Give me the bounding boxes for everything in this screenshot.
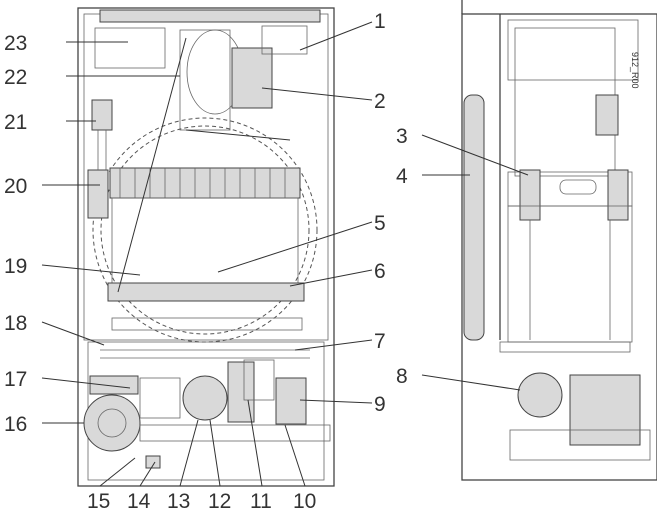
callout-15: 15 [87, 490, 110, 513]
callout-9: 9 [374, 393, 386, 416]
casing-outline [77, 7, 335, 487]
callout-18: 18 [4, 312, 27, 335]
pump [83, 394, 141, 452]
air-vent-left [91, 99, 113, 131]
callout-3: 3 [396, 125, 408, 148]
callout-23: 23 [4, 32, 27, 55]
callout-22: 22 [4, 66, 27, 89]
callout-19: 19 [4, 255, 27, 278]
control-board [275, 377, 307, 425]
callout-13: 13 [167, 490, 190, 513]
side-view: 912_R00 [461, 0, 657, 481]
top-plate [94, 27, 166, 69]
callout-17: 17 [4, 368, 27, 391]
combustion-chamber [92, 117, 318, 343]
callout-7: 7 [374, 330, 386, 353]
callout-labels: 1 2 3 4 5 6 7 8 9 10 11 12 13 14 15 16 1… [4, 10, 408, 513]
callout-20: 20 [4, 175, 27, 198]
front-view [77, 7, 335, 487]
expansion-vessel [463, 94, 485, 341]
drawing-code: 912_R00 [630, 52, 640, 89]
callout-1: 1 [374, 10, 386, 33]
callout-5: 5 [374, 212, 386, 235]
callout-11: 11 [250, 490, 272, 513]
callout-8: 8 [396, 365, 408, 388]
callout-16: 16 [4, 413, 27, 436]
burner [107, 282, 305, 302]
leader-lines [41, 21, 529, 487]
callout-12: 12 [208, 490, 231, 513]
air-pressure-switch [231, 47, 273, 109]
fan-housing [179, 29, 231, 131]
callout-10: 10 [293, 490, 316, 513]
callout-2: 2 [374, 90, 386, 113]
gas-valve [182, 375, 228, 421]
callout-6: 6 [374, 260, 386, 283]
callout-4: 4 [396, 165, 408, 188]
callout-21: 21 [4, 111, 27, 134]
callout-14: 14 [127, 490, 151, 513]
heat-exchanger [109, 167, 301, 199]
